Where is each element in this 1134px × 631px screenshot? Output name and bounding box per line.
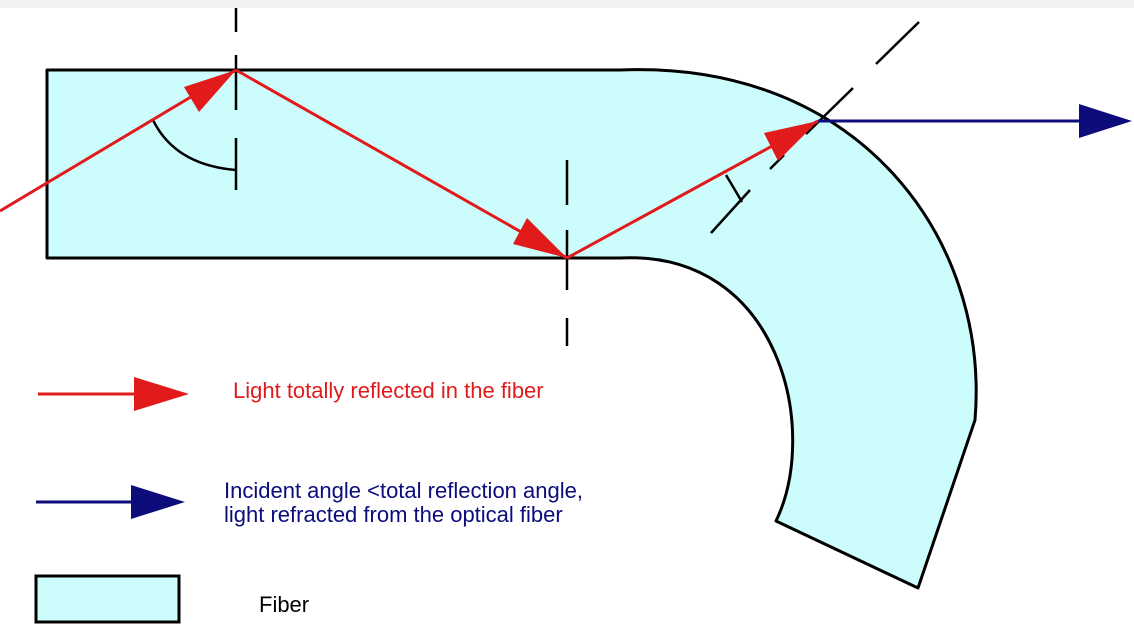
legend-reflected-label: Light totally reflected in the fiber — [233, 378, 544, 403]
legend-refracted-line-1: Incident angle <total reflection angle, — [224, 478, 583, 503]
red-arrowhead — [184, 70, 236, 112]
legend-fiber-label: Fiber — [259, 592, 310, 617]
ray-segment-down — [235, 68, 568, 260]
fiber-body — [45, 68, 978, 590]
normal-lines — [234, 8, 920, 346]
normal-line-diagonal — [769, 154, 785, 170]
angle-arc-incidence — [151, 119, 237, 172]
fiber-swatch-icon — [34, 574, 181, 624]
legend-refracted-label: Incident angle <total reflection angle, … — [224, 479, 583, 527]
red-arrowhead — [513, 218, 567, 258]
top-band — [0, 0, 1134, 8]
red-arrow-icon — [38, 377, 189, 411]
normal-line-diagonal — [710, 189, 751, 234]
normal-line-diagonal — [805, 87, 854, 135]
red-arrowhead — [764, 121, 818, 161]
legend-refracted-line-2: light refracted from the optical fiber — [224, 502, 563, 527]
angle-arc-exit — [724, 174, 744, 203]
blue-arrowhead — [1079, 104, 1132, 138]
blue-arrow-icon — [36, 485, 185, 519]
normal-line-diagonal — [875, 21, 920, 65]
